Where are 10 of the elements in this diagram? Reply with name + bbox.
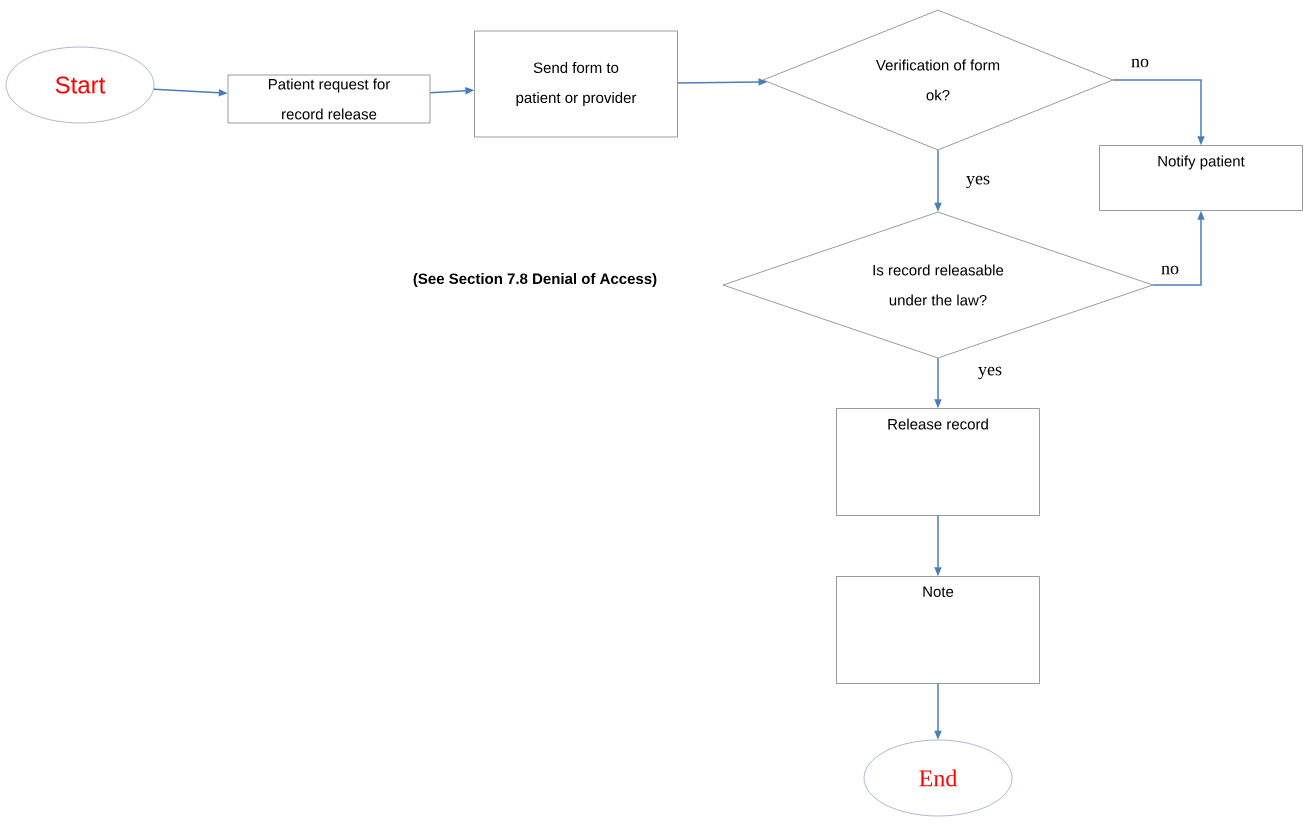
process-box: Note (836, 576, 1040, 684)
edge-label: no (1160, 264, 1180, 276)
edge-label: yes (965, 174, 991, 190)
process-box: Release record (836, 408, 1040, 516)
note-text: (See Section 7.8 Denial of Access) (413, 273, 657, 287)
process-box: Notify patient (1099, 145, 1303, 211)
edge-label: no (1130, 57, 1150, 69)
process-box: Send form to patient or provider (474, 30, 678, 138)
edge-label: yes (977, 365, 1003, 381)
process-box: Patient request for record release (227, 74, 431, 124)
